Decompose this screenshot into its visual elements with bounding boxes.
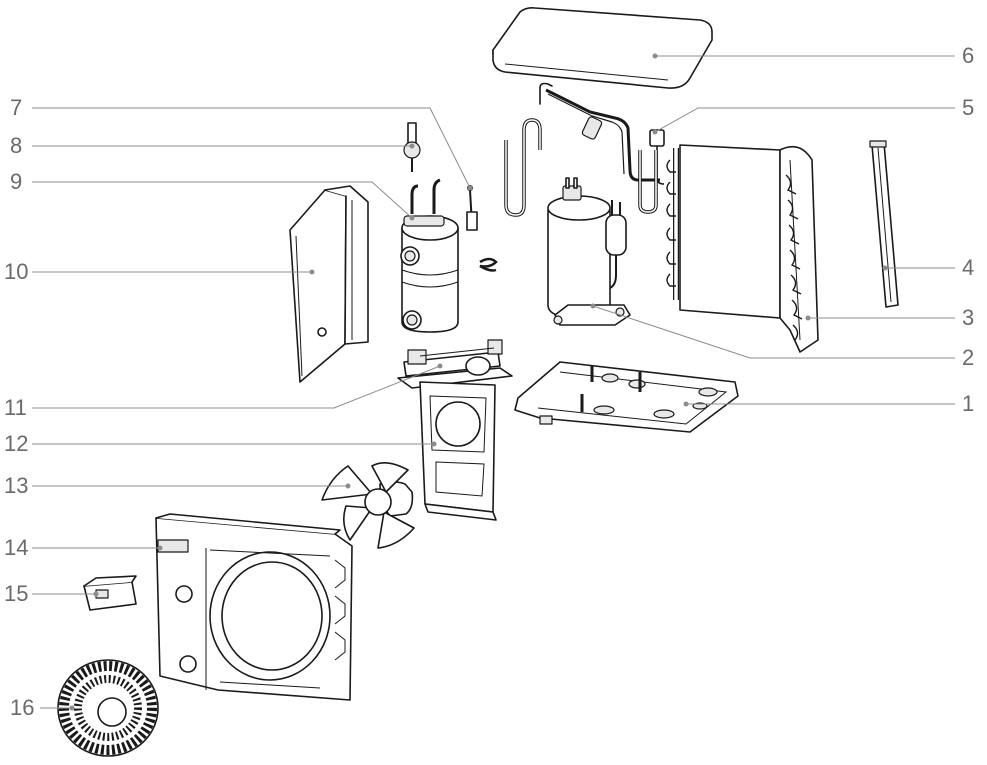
callout-13: 13 bbox=[4, 473, 28, 498]
callout-16: 16 bbox=[10, 695, 34, 720]
pipe-loop-left bbox=[504, 118, 658, 217]
callout-6: 6 bbox=[962, 43, 974, 68]
callout-15: 15 bbox=[4, 581, 28, 606]
part-13-fan-motor bbox=[321, 462, 415, 549]
part-9-separator bbox=[400, 178, 459, 333]
part-12-motor-bracket bbox=[419, 381, 497, 521]
part-6-top-cover bbox=[492, 7, 713, 89]
callout-11: 11 bbox=[4, 395, 27, 420]
part-7-sensor bbox=[466, 185, 498, 272]
part-11-control-board bbox=[397, 339, 513, 389]
callout-1: 1 bbox=[962, 391, 974, 416]
part-2-compressor bbox=[547, 177, 631, 326]
callout-7: 7 bbox=[10, 95, 22, 120]
part-10-electric-box-cover bbox=[289, 185, 369, 383]
callout-3: 3 bbox=[962, 305, 974, 330]
part-14-front-panel bbox=[155, 513, 353, 701]
part-15-controller bbox=[83, 575, 137, 611]
part-3-condenser-coil bbox=[666, 144, 819, 353]
callout-4: 4 bbox=[962, 255, 974, 280]
callout-9: 9 bbox=[10, 169, 22, 194]
leader-lines bbox=[32, 53, 955, 711]
callout-8: 8 bbox=[10, 133, 22, 158]
part-5-pipe-assembly bbox=[539, 82, 665, 185]
callout-10: 10 bbox=[4, 259, 28, 284]
part-1-base-tray bbox=[514, 361, 739, 433]
callout-5: 5 bbox=[962, 95, 974, 120]
callout-2: 2 bbox=[962, 345, 974, 370]
callout-14: 14 bbox=[4, 535, 28, 560]
part-4-side-bracket bbox=[869, 140, 899, 308]
callout-12: 12 bbox=[4, 431, 28, 456]
